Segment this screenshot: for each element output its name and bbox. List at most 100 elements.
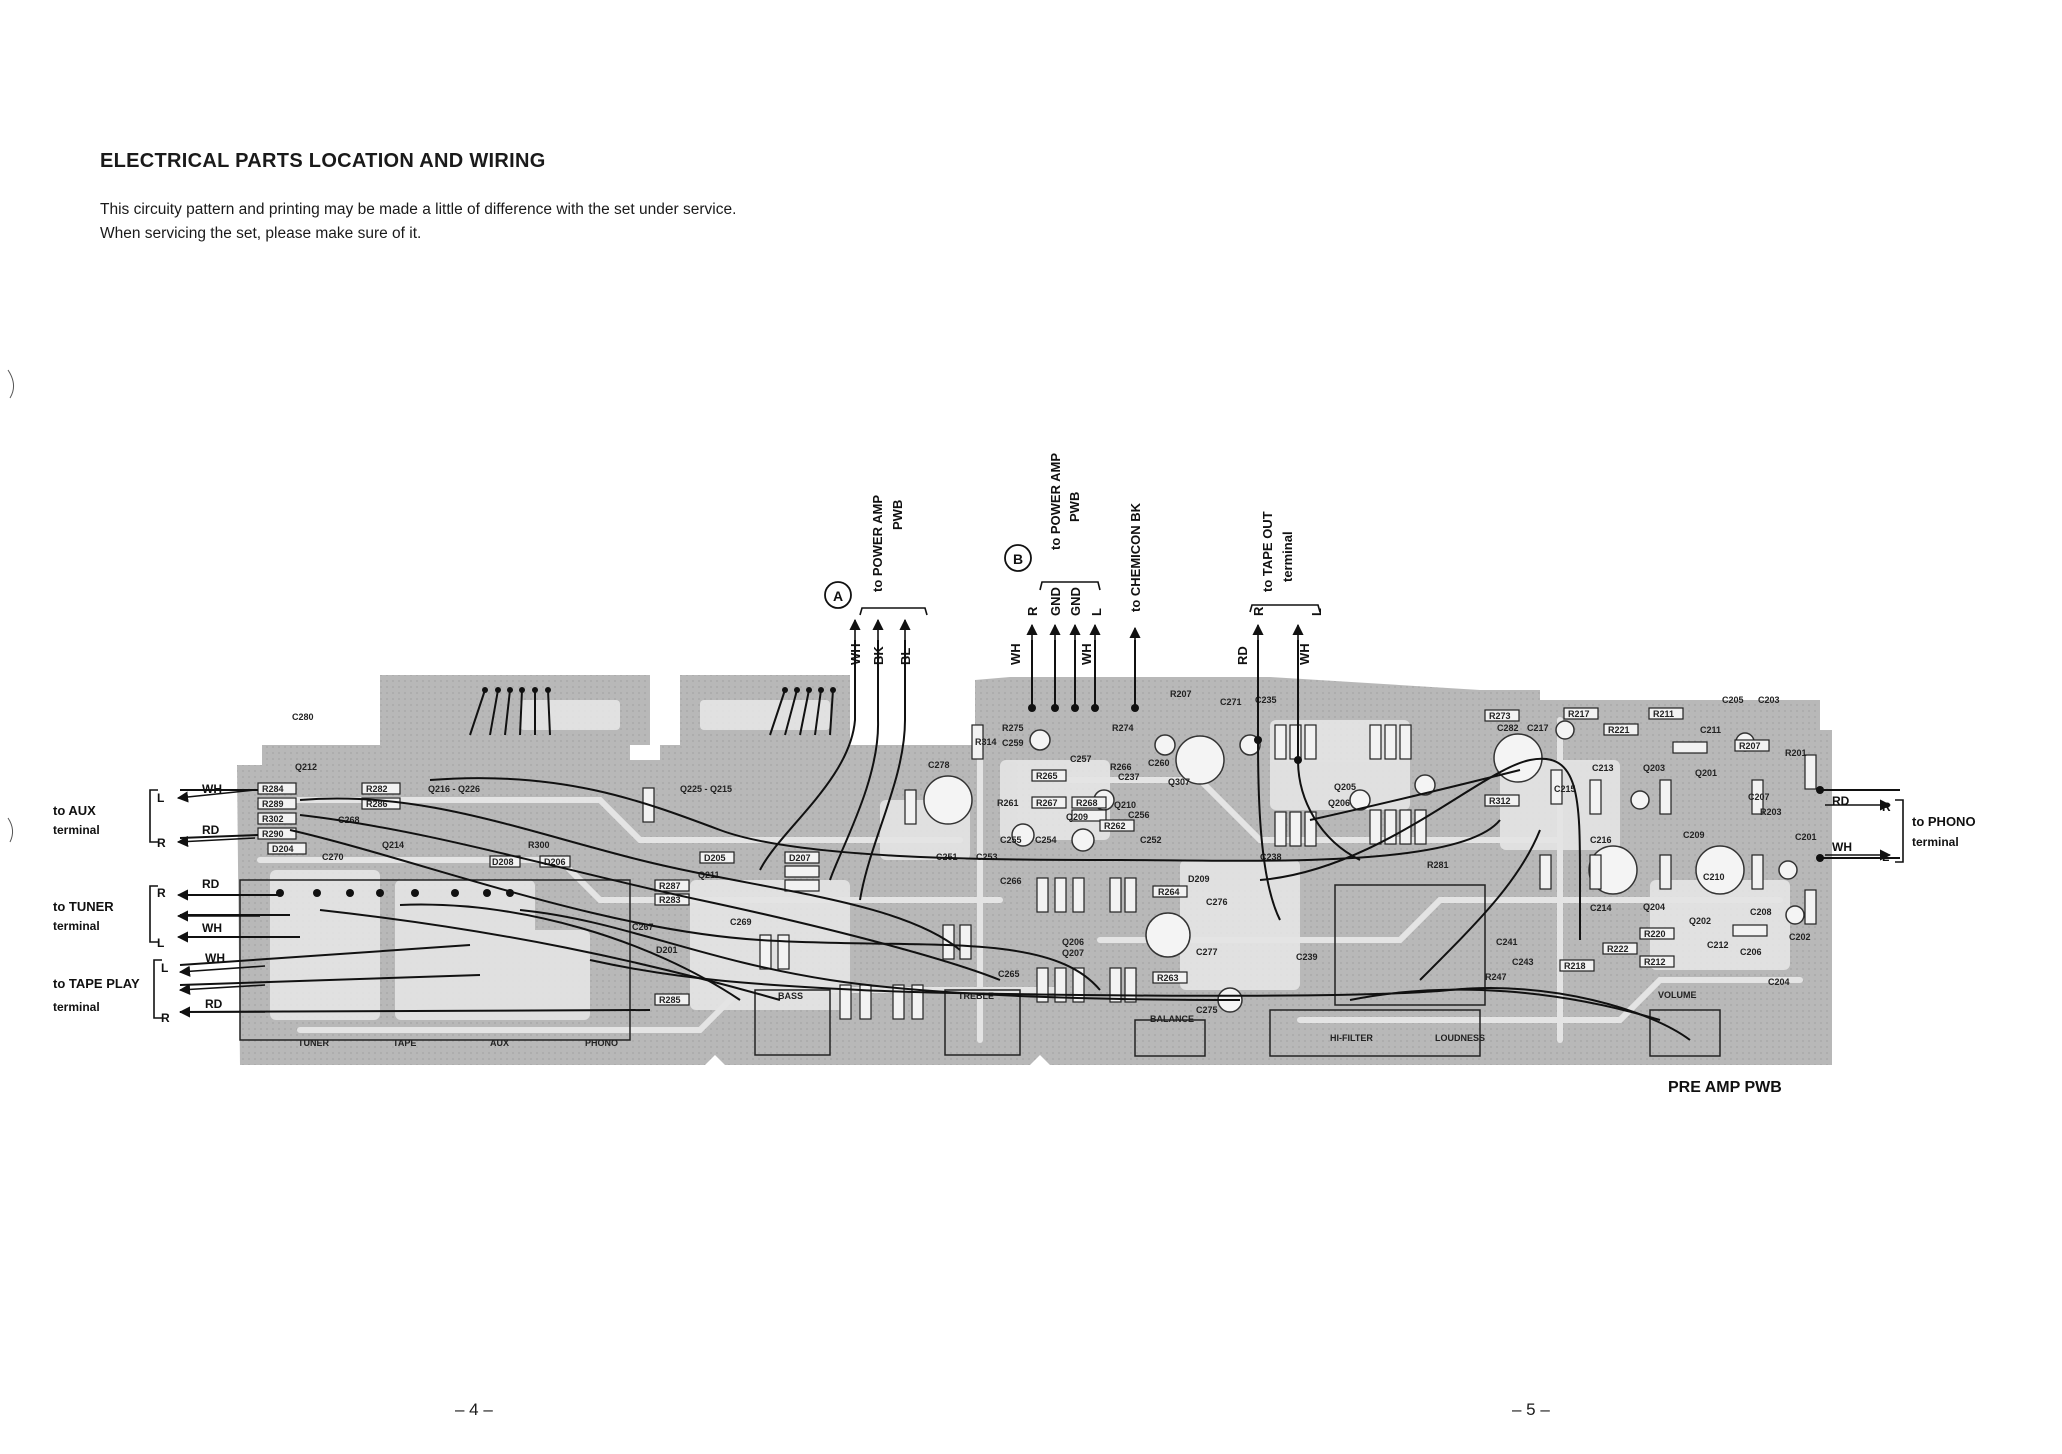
component-label: C275 (1196, 1005, 1218, 1015)
component-label: R221 (1608, 725, 1630, 735)
tape-out-destination-2: terminal (1280, 531, 1295, 582)
component-label: R290 (262, 829, 284, 839)
component-label: C207 (1748, 792, 1770, 802)
phono-terminal-label: to PHONO (1912, 814, 1976, 829)
aux-wire-bottom: RD (202, 823, 220, 837)
tape-play-wire-bottom: RD (205, 997, 223, 1011)
connector-a: A to POWER AMP PWB WH BK BL (824, 495, 928, 665)
component-label: R285 (659, 995, 681, 1005)
component-label: Q205 (1334, 782, 1356, 792)
component-label: R265 (1036, 771, 1058, 781)
component-label: D205 (704, 853, 726, 863)
component-label: C277 (1196, 947, 1218, 957)
component-label: R261 (997, 798, 1019, 808)
page-number-right: – 5 – (1512, 1400, 1550, 1419)
component-label: R275 (1002, 723, 1024, 733)
tape-out-wire-rd: RD (1235, 646, 1250, 665)
bottom-label-volume: VOLUME (1658, 990, 1697, 1000)
component-label: Q212 (295, 762, 317, 772)
connector-b: B to POWER AMP PWB WH R GND GND WH L (1004, 453, 1104, 665)
tuner-channel-bottom: L (157, 936, 164, 950)
component-label: C216 (1590, 835, 1612, 845)
connector-b-wire-gnd1: GND (1048, 587, 1063, 616)
component-label: Q206 (1328, 798, 1350, 808)
component-label: R274 (1112, 723, 1134, 733)
component-label: R212 (1644, 957, 1666, 967)
connector-a-destination: to POWER AMP (870, 495, 885, 592)
component-label: C208 (1750, 907, 1772, 917)
component-label: C252 (1140, 835, 1162, 845)
connector-a-marker-letter: A (833, 588, 843, 604)
component-label: R286 (366, 799, 388, 809)
bottom-label-phono: PHONO (585, 1038, 618, 1048)
component-label: C209 (1683, 830, 1705, 840)
component-label: Q204 (1643, 902, 1665, 912)
component-label: D206 (544, 857, 566, 867)
component-label: R203 (1760, 807, 1782, 817)
phono-terminal-label-2: terminal (1912, 835, 1959, 849)
component-label: C204 (1768, 977, 1790, 987)
bottom-label-aux: AUX (490, 1038, 509, 1048)
tape-out-connector: to TAPE OUT terminal RD R WH L (1235, 511, 1324, 665)
component-label: C266 (1000, 876, 1022, 886)
component-label: D209 (1188, 874, 1210, 884)
component-label: C235 (1255, 695, 1277, 705)
component-label: C213 (1592, 763, 1614, 773)
component-label: R281 (1427, 860, 1449, 870)
tuner-channel-top: R (157, 886, 166, 900)
component-label: R283 (659, 895, 681, 905)
margin-mark (7, 817, 14, 843)
tuner-terminal: to TUNER terminal R L RD WH (53, 877, 260, 950)
bottom-label-bass: BASS (778, 991, 803, 1001)
bottom-label-tape: TAPE (393, 1038, 416, 1048)
component-label: Q203 (1643, 763, 1665, 773)
chemicon-destination: to CHEMICON BK (1128, 502, 1143, 612)
component-label: D207 (789, 853, 811, 863)
component-label: R268 (1076, 798, 1098, 808)
intro-line-1: This circuity pattern and printing may b… (100, 201, 737, 218)
bottom-label-tuner: TUNER (298, 1038, 329, 1048)
component-label: C214 (1590, 903, 1612, 913)
connector-a-wire-bk: BK (871, 646, 886, 665)
tape-out-wire-wh: WH (1297, 643, 1312, 665)
component-label: D201 (656, 945, 678, 955)
aux-terminal: to AUX terminal L R WH RD (53, 782, 256, 850)
component-label: R222 (1607, 944, 1629, 954)
component-label: C267 (632, 922, 654, 932)
component-label: C201 (1795, 832, 1817, 842)
intro-note: This circuity pattern and printing may b… (100, 198, 736, 246)
connector-a-wire-wh: WH (848, 643, 863, 665)
component-labels: C280 Q212 R284 R289 R302 R290 D204 R282 … (262, 689, 1817, 1015)
tape-out-destination: to TAPE OUT (1260, 511, 1275, 592)
component-label: C255 (1000, 835, 1022, 845)
component-label: C259 (1002, 738, 1024, 748)
bottom-label-balance: BALANCE (1150, 1014, 1194, 1024)
component-label: Q216 - Q226 (428, 784, 480, 794)
tape-play-channel-top: L (161, 961, 168, 975)
component-label: R264 (1158, 887, 1180, 897)
component-label: C257 (1070, 754, 1092, 764)
component-label: R302 (262, 814, 284, 824)
component-label: R273 (1489, 711, 1511, 721)
component-label: C202 (1789, 932, 1811, 942)
aux-channel-bottom: R (157, 836, 166, 850)
connector-b-marker-letter: B (1013, 551, 1023, 567)
component-label: C280 (292, 712, 314, 722)
component-label: Q209 (1066, 812, 1088, 822)
component-label: C237 (1118, 772, 1140, 782)
tuner-terminal-label: to TUNER (53, 899, 114, 914)
connector-b-wire-l: L (1089, 608, 1104, 616)
tape-out-wire-l: L (1309, 608, 1324, 616)
component-label: C203 (1758, 695, 1780, 705)
component-label: Q225 - Q215 (680, 784, 732, 794)
phono-channel-top: R (1882, 800, 1891, 814)
component-label: Q307 (1168, 777, 1190, 787)
component-label: Q201 (1695, 768, 1717, 778)
connector-a-destination-2: PWB (890, 500, 905, 530)
component-label: Q210 (1114, 800, 1136, 810)
phono-wire-bottom: WH (1832, 840, 1852, 854)
component-label: C215 (1554, 784, 1576, 794)
component-label: Q206 (1062, 937, 1084, 947)
component-label: C254 (1035, 835, 1057, 845)
